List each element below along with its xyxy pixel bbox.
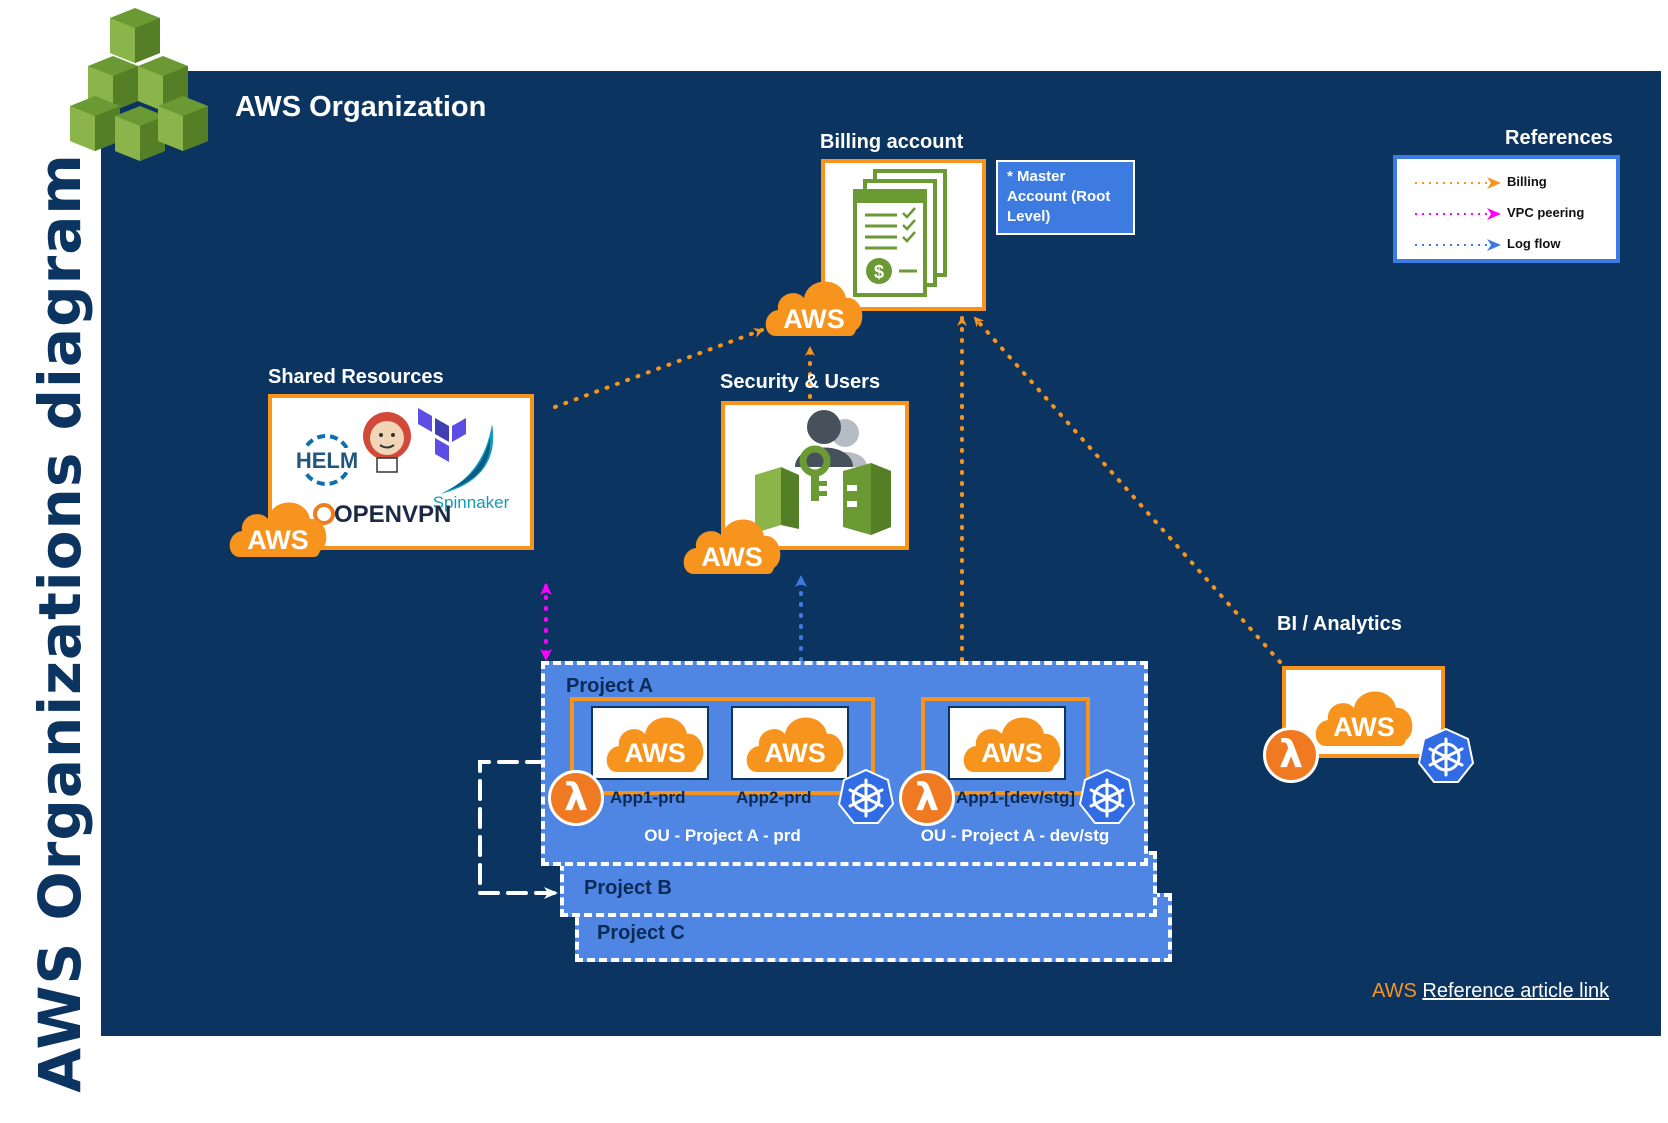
vpc-peering-legend-line-icon <box>1415 208 1501 220</box>
references-title: References <box>1505 127 1613 149</box>
svg-text:AWS: AWS <box>764 738 826 768</box>
kubernetes-icon <box>1417 727 1475 783</box>
legend-label-billing: Billing <box>1507 174 1547 189</box>
billing-legend-line-icon <box>1415 177 1501 189</box>
jenkins-icon <box>363 412 411 473</box>
svg-text:AWS: AWS <box>1333 712 1395 742</box>
svg-text:HELM: HELM <box>296 448 358 473</box>
organization-title: AWS Organization <box>235 91 487 123</box>
app2-prd-box: AWS <box>731 706 849 780</box>
billing-account-title: Billing account <box>820 131 964 153</box>
bi-analytics-title: BI / Analytics <box>1277 613 1402 635</box>
svg-text:AWS: AWS <box>624 738 686 768</box>
svg-text:AWS: AWS <box>701 542 763 572</box>
lambda-icon: λ <box>899 770 955 826</box>
helm-icon: HELM <box>294 434 360 486</box>
project-b-label: Project B <box>584 877 672 899</box>
app1-devstg-label: App1-[dev/stg] <box>956 788 1075 807</box>
app1-prd-label: App1-prd <box>610 788 686 807</box>
openvpn-icon: OPENVPN <box>313 501 451 528</box>
shared-resources-title: Shared Resources <box>268 366 444 388</box>
diagram-canvas: AWS Organizations diagram AWS Organizati… <box>26 8 1661 1093</box>
svg-text:$: $ <box>874 262 884 282</box>
footer-aws-label: AWS <box>1372 980 1417 1002</box>
app2-prd-label: App2-prd <box>736 788 812 807</box>
security-users-title: Security & Users <box>720 371 881 393</box>
reference-footer: AWS Reference article link <box>1372 980 1609 1003</box>
terraform-icon <box>418 408 466 462</box>
project-c-label: Project C <box>597 922 685 944</box>
aws-cloud-icon: AWS <box>606 717 704 772</box>
shared-tools-icons: HELM Spinnaker OPENV <box>294 408 510 528</box>
connector-lines <box>478 316 1282 899</box>
legend-label-log-flow: Log flow <box>1507 236 1561 251</box>
svg-text:AWS: AWS <box>247 525 309 555</box>
kubernetes-icon <box>1078 768 1136 824</box>
legend-item-log-flow: Log flow <box>1415 236 1560 255</box>
ou-prd-label: OU - Project A - prd <box>644 826 801 845</box>
bi-analytics-box: AWS <box>1282 666 1445 758</box>
security-users-box <box>721 401 909 550</box>
app1-devstg-box: AWS <box>948 706 1066 780</box>
aws-cloud-icon: AWS <box>765 281 863 336</box>
ou-devstg-label: OU - Project A - dev/stg <box>920 826 1110 845</box>
legend-label-vpc-peering: VPC peering <box>1507 205 1585 220</box>
aws-cloud-icon: AWS <box>746 717 844 772</box>
billing-document-icon: $ <box>853 169 947 297</box>
aws-cloud-icon: AWS <box>1315 691 1413 746</box>
aws-cloud-icon: AWS <box>963 717 1061 772</box>
legend-item-vpc-peering: VPC peering <box>1415 205 1584 224</box>
references-legend: Billing VPC peering Log flow <box>1393 155 1620 263</box>
lambda-icon: λ <box>548 770 604 826</box>
reference-article-link[interactable]: Reference article link <box>1422 980 1610 1002</box>
aws-cloud-icon: AWS <box>683 519 781 574</box>
spinnaker-icon: Spinnaker <box>433 424 510 512</box>
project-a-label: Project A <box>566 675 654 697</box>
billing-account-box: $ <box>821 159 986 311</box>
aws-cloud-icon: AWS <box>229 502 327 557</box>
lambda-icon: λ <box>1263 727 1319 783</box>
aws-cloud-label: AWS <box>783 304 845 334</box>
aws-organizations-logo <box>70 8 208 161</box>
legend-item-billing: Billing <box>1415 174 1547 193</box>
master-account-note: * Master Account (Root Level) <box>996 160 1135 235</box>
app1-prd-box: AWS <box>591 706 709 780</box>
security-users-icon <box>755 410 891 535</box>
log-flow-legend-line-icon <box>1415 239 1501 251</box>
svg-text:AWS: AWS <box>981 738 1043 768</box>
svg-text:Spinnaker: Spinnaker <box>433 493 510 512</box>
svg-text:OPENVPN: OPENVPN <box>334 501 451 528</box>
kubernetes-icon <box>837 768 895 824</box>
